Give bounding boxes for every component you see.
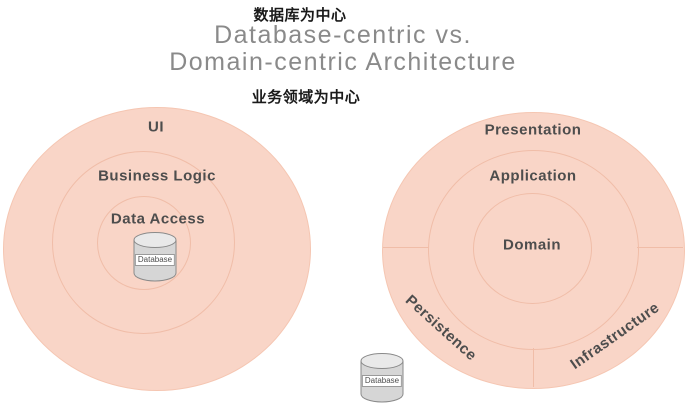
left-inner-circle: [97, 196, 191, 290]
right-ring-divider-right: [637, 247, 683, 248]
right-ring-label-presentation: Presentation: [484, 121, 582, 139]
page-title: Database-centric vs. Domain-centric Arch…: [169, 22, 517, 76]
right-database-label: Database: [361, 375, 403, 387]
right-ring-divider-bottom: [533, 348, 534, 387]
right-inner-circle: [473, 193, 592, 304]
database-cylinder-icon: Database: [133, 231, 177, 282]
annotation-domain-centric-cn: 业务领域为中心: [251, 89, 361, 106]
annotation-database-centric-cn: 数据库为中心: [253, 7, 347, 24]
database-cylinder-icon: Database: [360, 352, 404, 403]
left-database-label: Database: [134, 254, 176, 266]
left-ring-label-ui: UI: [148, 118, 164, 136]
left-ring-label-business-logic: Business Logic: [98, 167, 216, 185]
page-title-line1: Database-centric vs.: [214, 21, 472, 49]
left-ring-label-data-access: Data Access: [110, 210, 206, 228]
right-ring-label-domain: Domain: [502, 236, 562, 254]
right-ring-divider-left: [383, 247, 429, 248]
right-ring-label-application: Application: [489, 167, 577, 185]
page-title-line2: Domain-centric Architecture: [169, 48, 517, 76]
left-middle-circle: [52, 151, 235, 334]
